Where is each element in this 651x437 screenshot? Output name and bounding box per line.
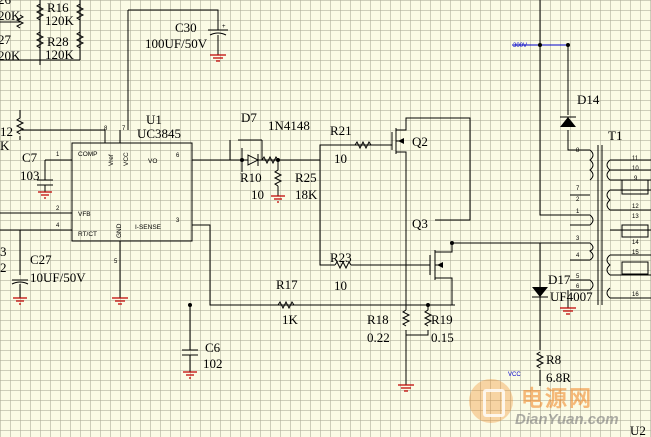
c27-ref: C27 bbox=[30, 252, 52, 267]
d7-value: 1N4148 bbox=[268, 118, 310, 133]
t1-ref: T1 bbox=[608, 128, 622, 143]
r18-ref: R18 bbox=[367, 312, 389, 327]
r21-ref: R21 bbox=[330, 123, 352, 138]
q3-ref: Q3 bbox=[412, 216, 428, 231]
u1-pin-vfb: VFB bbox=[78, 211, 91, 218]
r10-ref: R10 bbox=[240, 170, 262, 185]
c30-capacitor: + bbox=[127, 9, 228, 130]
t1-pin: 5 bbox=[576, 274, 580, 280]
t1-pin: 1 bbox=[576, 209, 580, 215]
r28-ref: R28 bbox=[47, 34, 69, 49]
r26-value: 20K bbox=[0, 8, 21, 23]
t1-pin: 13 bbox=[632, 214, 639, 220]
r18-value: 0.22 bbox=[367, 330, 390, 345]
u1-pin-gnd: GND bbox=[116, 223, 123, 238]
watermark-en-text: DianYuan.com bbox=[515, 411, 619, 428]
u1-pin-number: 6 bbox=[176, 153, 180, 159]
r28-value: 120K bbox=[45, 47, 75, 62]
t1-pin: 9 bbox=[634, 176, 638, 182]
c3x-ref: 3 bbox=[0, 244, 7, 259]
top-left-resistor-network bbox=[0, 0, 85, 65]
r10-value: 10 bbox=[251, 187, 264, 202]
u1-pin-number: 8 bbox=[104, 126, 108, 132]
t1-pin: 6 bbox=[576, 284, 580, 290]
u1-ref: U1 bbox=[146, 112, 162, 127]
plug-icon bbox=[483, 389, 505, 417]
u1-pin-comp: COMP bbox=[78, 151, 98, 158]
c3x-value: 2 bbox=[0, 260, 7, 275]
q2-ref: Q2 bbox=[412, 134, 428, 149]
u1-value: UC3845 bbox=[137, 126, 181, 141]
u1-pin-vcc: VCC bbox=[123, 152, 130, 166]
r8-ref: R8 bbox=[546, 352, 561, 367]
t1-pin: 3 bbox=[576, 236, 580, 242]
net-300v: 300V bbox=[513, 43, 527, 49]
r8-value: 6.8R bbox=[546, 370, 571, 385]
d17-value: UF4007 bbox=[550, 289, 593, 304]
u1-pin-number: 2 bbox=[56, 206, 60, 212]
sense-filter bbox=[182, 300, 295, 379]
u1-pin-number: 4 bbox=[56, 223, 60, 229]
c30-plus: + bbox=[222, 24, 226, 30]
u1-pin-vo: VO bbox=[148, 158, 157, 165]
c7-value: 103 bbox=[20, 168, 40, 183]
r21-value: 10 bbox=[334, 151, 347, 166]
c6-value: 102 bbox=[203, 356, 223, 371]
left-components bbox=[11, 110, 128, 305]
r27-ref: 27 bbox=[0, 32, 12, 47]
t1-pin: 8 bbox=[576, 148, 580, 154]
r17-value: 1K bbox=[282, 312, 299, 327]
r23-ref: R23 bbox=[330, 250, 352, 265]
r12-value: K bbox=[0, 138, 10, 153]
t1-pin: 12 bbox=[632, 204, 639, 210]
t1-pin: 7 bbox=[576, 186, 580, 192]
net-vcc: VCC bbox=[508, 372, 521, 378]
u2-ref: U2 bbox=[630, 423, 646, 437]
u1-pin-isense: I-SENSE bbox=[135, 224, 162, 231]
t1-pin: 10 bbox=[632, 166, 639, 172]
c27-value: 10UF/50V bbox=[30, 270, 86, 285]
t1-pin: 11 bbox=[632, 156, 639, 162]
u1-ic bbox=[0, 129, 455, 306]
r25-ref: R25 bbox=[295, 170, 317, 185]
r26-ref: 26 bbox=[0, 0, 12, 7]
d7-ref: D7 bbox=[241, 110, 257, 125]
r17-ref: R17 bbox=[276, 277, 298, 292]
u1-pin-vref: Vref bbox=[108, 154, 115, 166]
u1-pin-number: 5 bbox=[114, 259, 118, 265]
t1-pin: 2 bbox=[576, 197, 580, 203]
t1-transformer bbox=[570, 145, 651, 305]
t1-pin: 16 bbox=[632, 292, 639, 298]
r19-ref: R19 bbox=[431, 312, 453, 327]
r16-value: 120K bbox=[45, 13, 75, 28]
u1-pin-number: 7 bbox=[122, 126, 126, 132]
u1-pin-number: 1 bbox=[56, 152, 60, 158]
r19-value: 0.15 bbox=[431, 330, 454, 345]
d14-ref: D14 bbox=[577, 92, 600, 107]
c7-ref: C7 bbox=[22, 150, 38, 165]
site-watermark: 电源网 DianYuan.com bbox=[465, 375, 645, 435]
t1-pin: 14 bbox=[632, 240, 639, 246]
clamp-diodes bbox=[512, 0, 590, 386]
mosfet-q3 bbox=[429, 241, 570, 305]
u1-pin-rtct: RT/CT bbox=[78, 231, 97, 238]
mosfet-q2 bbox=[391, 117, 471, 221]
t1-pin: 15 bbox=[632, 250, 639, 256]
current-sense-resistors bbox=[398, 165, 433, 392]
watermark-cn-text: 电源网 bbox=[521, 387, 594, 412]
r12-ref: 12 bbox=[0, 124, 13, 139]
t1-pin: 4 bbox=[576, 253, 580, 259]
c6-ref: C6 bbox=[205, 340, 221, 355]
c30-value: 100UF/50V bbox=[145, 36, 208, 51]
r27-value: 20K bbox=[0, 48, 21, 63]
r16-ref: R16 bbox=[47, 0, 69, 15]
r23-value: 10 bbox=[334, 278, 347, 293]
gate-drive-network bbox=[229, 139, 430, 270]
u1-pin-number: 3 bbox=[176, 218, 180, 224]
d17-ref: D17 bbox=[548, 272, 571, 287]
c30-ref: C30 bbox=[175, 20, 197, 35]
r25-value: 18K bbox=[295, 187, 318, 202]
